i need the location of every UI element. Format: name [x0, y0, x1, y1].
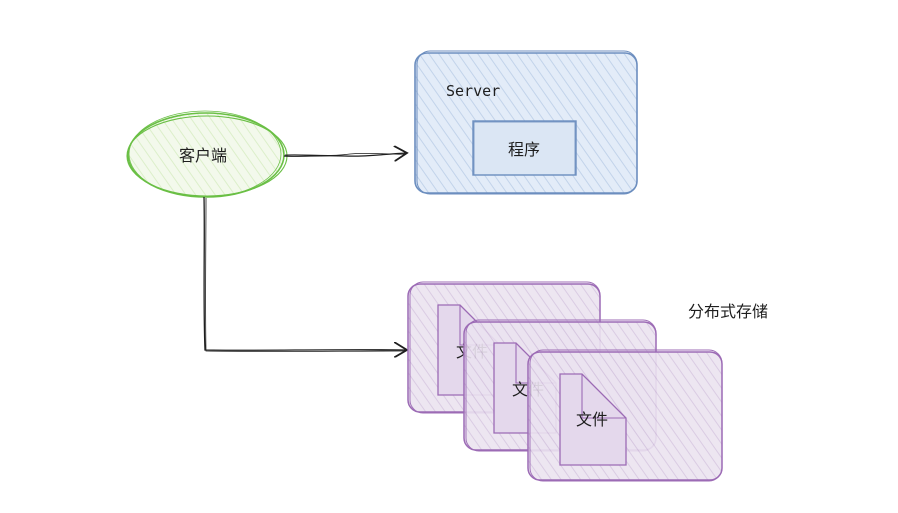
server-title: Server — [446, 82, 500, 100]
file-icon — [559, 373, 627, 466]
storage-box: 文件 — [527, 349, 723, 482]
server-node: Server 程序 — [414, 50, 638, 195]
storage-stack: 文件 文件 文件 — [407, 281, 723, 482]
storage-label: 分布式存储 — [688, 302, 768, 321]
program-box: 程序 — [472, 120, 577, 176]
file-label: 文件 — [576, 410, 608, 429]
client-node: 客户端 — [126, 110, 288, 198]
program-label: 程序 — [508, 140, 540, 159]
arrow-client-to-server — [283, 153, 407, 156]
client-label: 客户端 — [179, 146, 227, 165]
arrow-client-to-storage — [203, 196, 407, 351]
